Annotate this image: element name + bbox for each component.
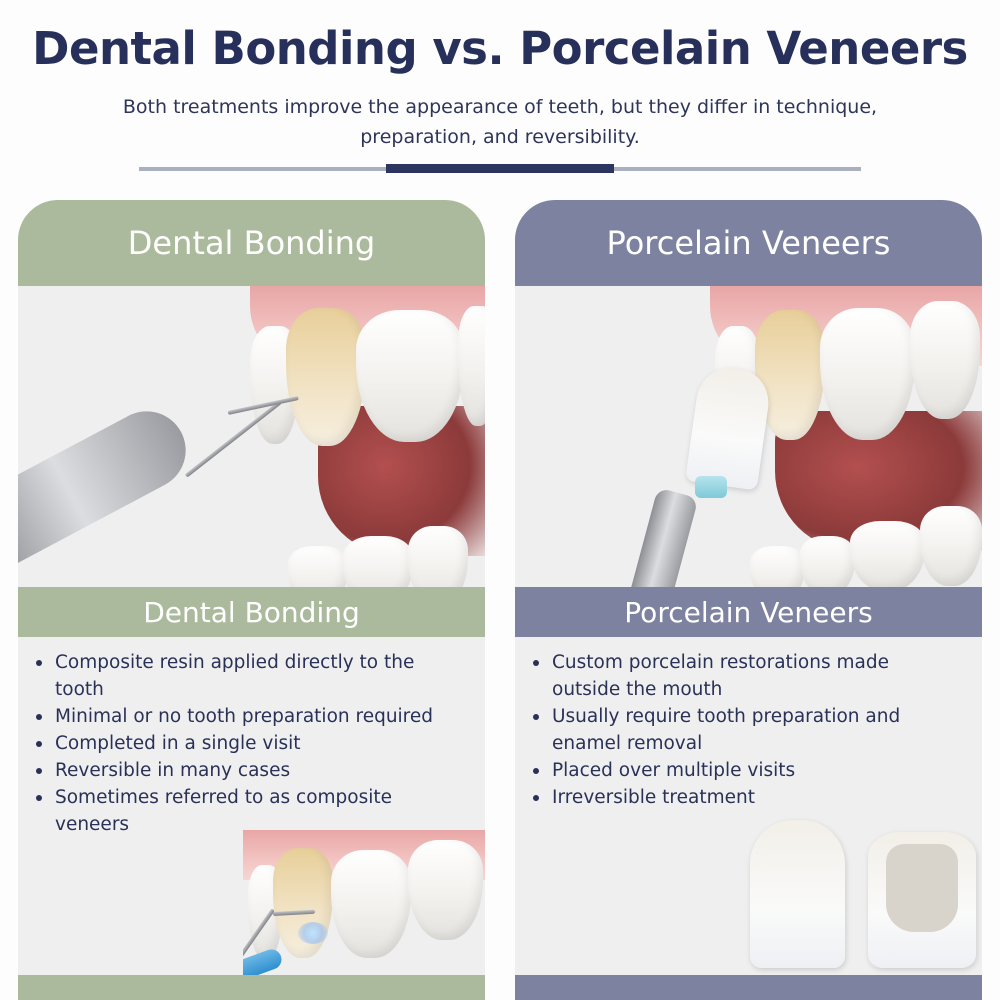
bonding-card-header: Dental Bonding (18, 200, 485, 286)
subtitle-line-2: preparation, and reversibility. (360, 126, 640, 148)
veneers-card-footer-band (515, 975, 982, 1000)
discolored-tooth-icon (286, 308, 366, 446)
list-item: Composite resin applied directly to the … (34, 649, 465, 703)
prepared-tooth-icon (755, 310, 825, 440)
veneers-hero-image (515, 286, 982, 587)
bonding-card: Dental Bonding Dental Bonding Composite … (18, 200, 485, 1000)
curing-light-glow-icon (298, 922, 328, 944)
title-divider-accent (386, 164, 614, 173)
lower-tooth-icon (288, 546, 348, 587)
veneer-shell-icon (685, 363, 773, 491)
list-item: Completed in a single visit (34, 730, 465, 757)
list-item: Sometimes referred to as composite venee… (34, 784, 465, 838)
list-item: Minimal or no tooth preparation required (34, 703, 465, 730)
list-item: Reversible in many cases (34, 757, 465, 784)
tooth-icon (408, 840, 483, 940)
veneer-shell-back-icon (868, 832, 976, 968)
veneer-inner-surface (886, 844, 958, 932)
tooth-icon (331, 850, 411, 958)
tooth-icon (910, 301, 980, 419)
lower-tooth-icon (800, 536, 855, 587)
list-item: Placed over multiple visits (531, 757, 962, 784)
veneers-detail-image (740, 818, 982, 975)
veneer-holder-tip-icon (695, 476, 727, 498)
bonding-features-list: Composite resin applied directly to the … (18, 637, 485, 838)
lower-tooth-icon (850, 521, 925, 587)
lower-tooth-icon (343, 536, 413, 587)
lower-tooth-icon (408, 526, 468, 587)
veneer-placement-instrument-icon (629, 487, 699, 587)
lower-tooth-icon (750, 546, 805, 587)
tooth-icon (356, 310, 464, 442)
bonding-sub-header: Dental Bonding (18, 587, 485, 637)
list-item: Usually require tooth preparation and en… (531, 703, 962, 757)
bonding-hero-image (18, 286, 485, 587)
page-title: Dental Bonding vs. Porcelain Veneers (32, 22, 968, 75)
page-subtitle: Both treatments improve the appearance o… (80, 92, 920, 152)
veneers-sub-header: Porcelain Veneers (515, 587, 982, 637)
curing-light-handle-icon (243, 946, 285, 975)
tooth-icon (820, 308, 915, 440)
lower-tooth-icon (920, 506, 982, 586)
veneers-card: Porcelain Veneers Porcelain Veneers Cust… (515, 200, 982, 1000)
bonding-card-footer-band (18, 975, 485, 1000)
veneers-card-header: Porcelain Veneers (515, 200, 982, 286)
list-item: Custom porcelain restorations made outsi… (531, 649, 962, 703)
list-item: Irreversible treatment (531, 784, 962, 811)
subtitle-line-1: Both treatments improve the appearance o… (122, 96, 878, 118)
dental-instrument-handle-icon (18, 397, 200, 575)
bonding-detail-image (243, 830, 485, 975)
veneers-features-list: Custom porcelain restorations made outsi… (515, 637, 982, 811)
veneer-shell-front-icon (750, 820, 845, 968)
